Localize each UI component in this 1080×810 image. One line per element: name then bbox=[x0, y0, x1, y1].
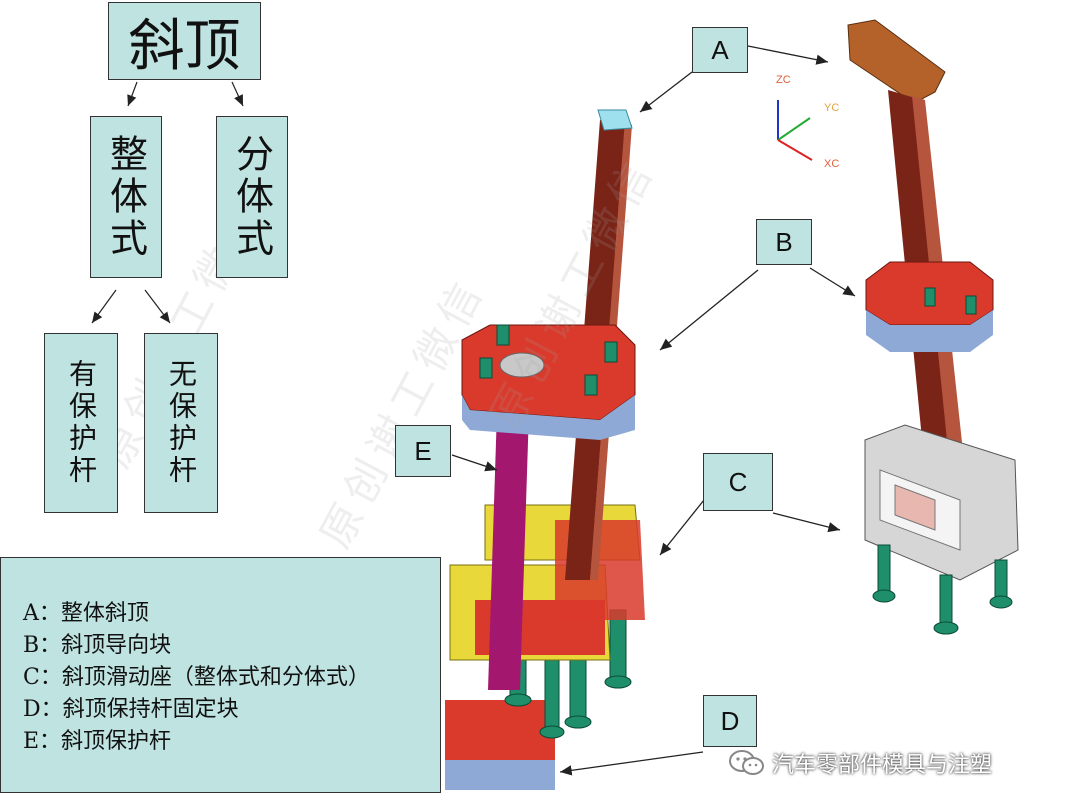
integral-lifter-assembly bbox=[445, 109, 645, 790]
legend-item-d: D：斜顶保持杆固定块 bbox=[23, 697, 239, 722]
legend-item-b: B：斜顶导向块 bbox=[23, 633, 172, 658]
axis-label-z: ZC bbox=[776, 74, 791, 86]
callout-label-d: D bbox=[703, 695, 757, 747]
split-lifter-assembly bbox=[847, 19, 1019, 635]
callout-arrows bbox=[451, 45, 856, 776]
brand-name: 汽车零部件模具与注塑 bbox=[772, 753, 993, 778]
guard-rod-e bbox=[488, 380, 530, 690]
wechat-icon bbox=[729, 750, 764, 775]
with-guard-node: 有保护杆 bbox=[44, 333, 118, 513]
integral-node: 整体式 bbox=[90, 116, 162, 278]
callout-label-b: B bbox=[756, 219, 812, 265]
callout-label-a: A bbox=[692, 27, 748, 73]
without-guard-node: 无保护杆 bbox=[144, 333, 218, 513]
split-node: 分体式 bbox=[216, 116, 288, 278]
legend-panel: A：整体斜顶 B：斜顶导向块 C：斜顶滑动座（整体式和分体式） D：斜顶保持杆固… bbox=[0, 557, 441, 793]
axis-triad bbox=[777, 100, 813, 161]
legend-item-a: A：整体斜顶 bbox=[23, 601, 149, 626]
tree-connectors bbox=[91, 81, 244, 324]
legend-item-c: C：斜顶滑动座（整体式和分体式） bbox=[23, 665, 370, 690]
legend-item-e: E：斜顶保护杆 bbox=[23, 729, 172, 754]
axis-label-x: XC bbox=[824, 158, 840, 170]
callout-label-c: C bbox=[703, 453, 773, 511]
axis-label-y: YC bbox=[824, 102, 840, 114]
root-node: 斜顶 bbox=[108, 2, 261, 80]
callout-label-e: E bbox=[395, 425, 451, 477]
brand-watermark: 汽车零部件模具与注塑 bbox=[728, 745, 1058, 781]
split-lifter-a bbox=[847, 19, 946, 101]
